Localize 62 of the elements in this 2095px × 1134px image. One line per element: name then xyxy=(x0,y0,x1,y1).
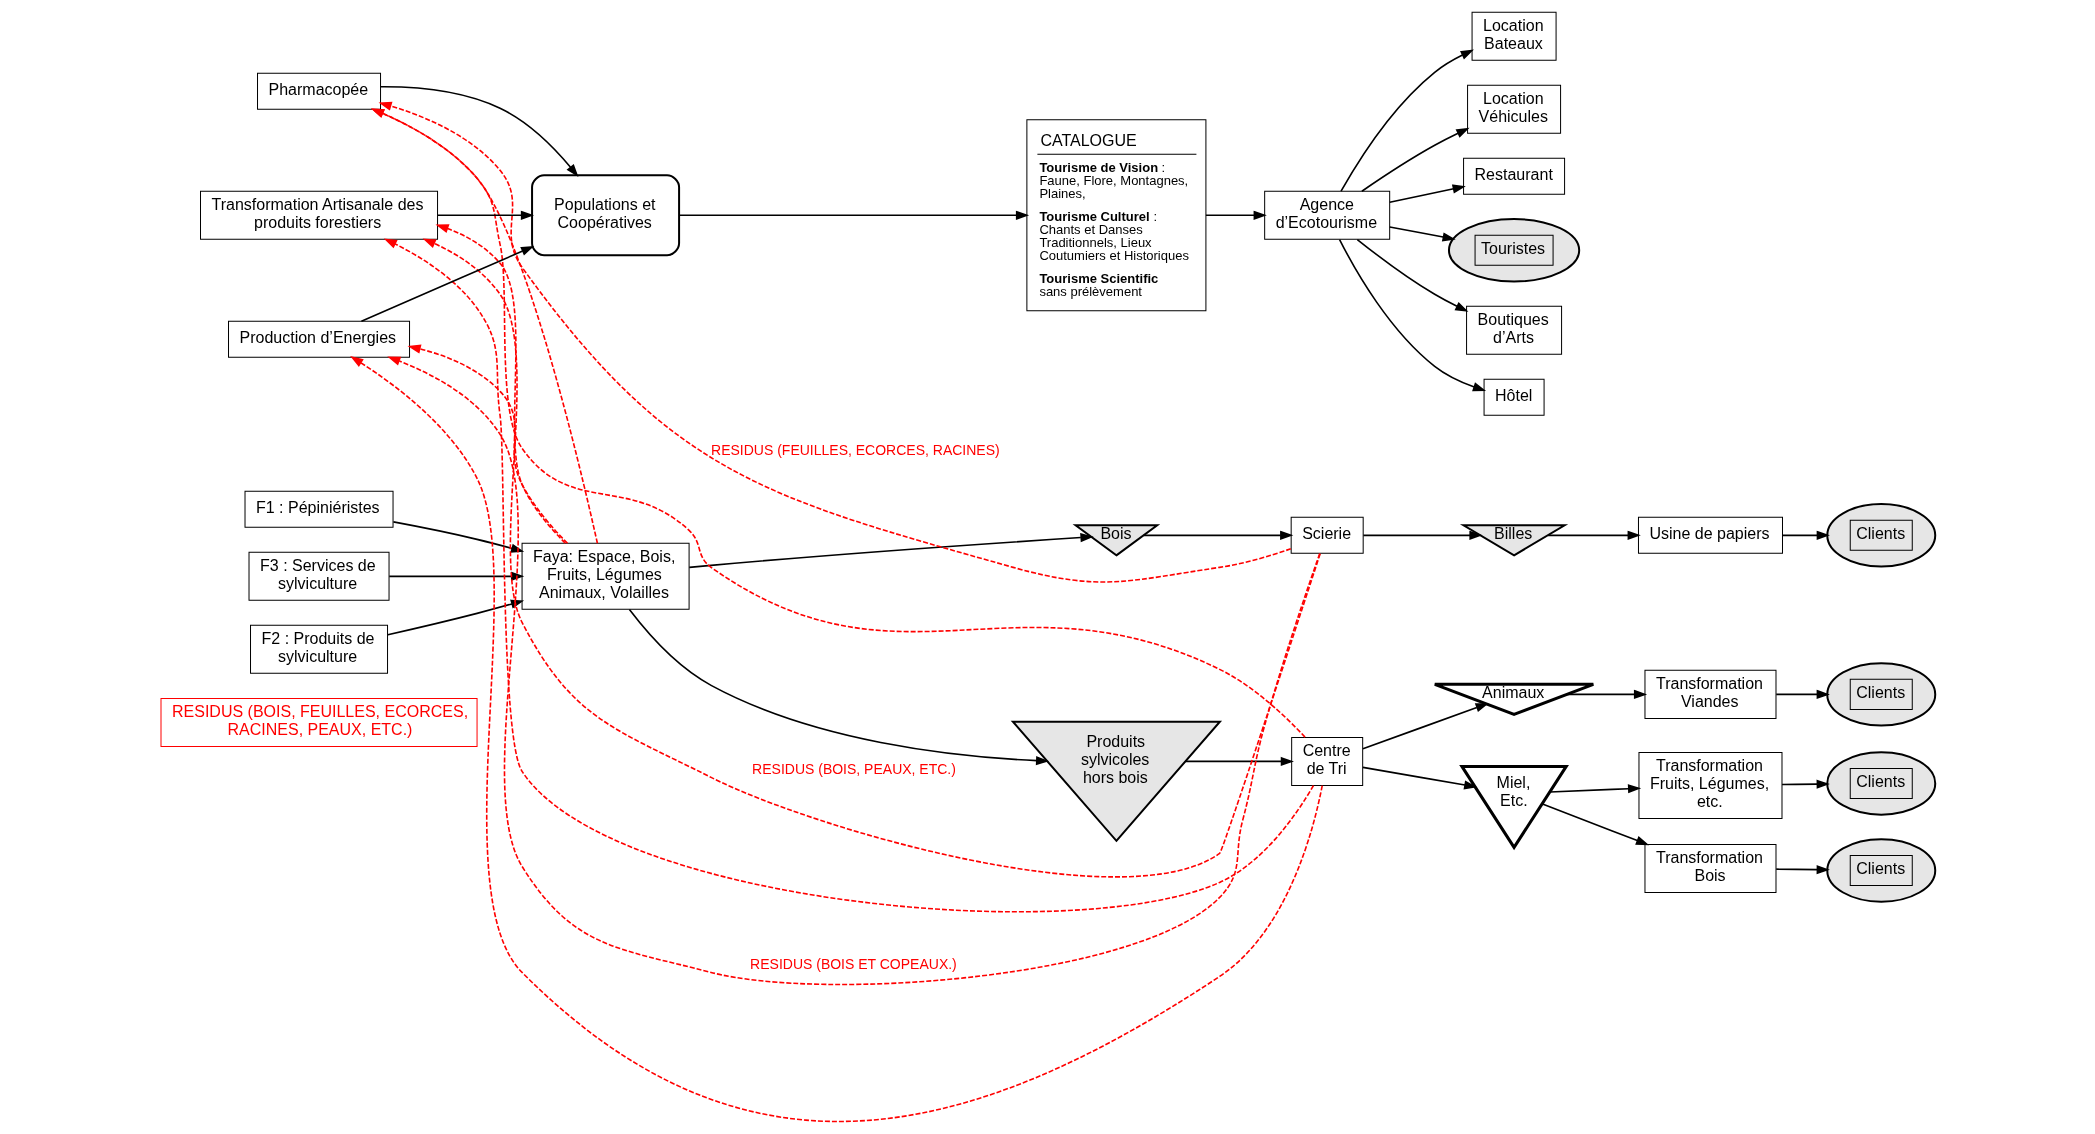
arrow xyxy=(1774,865,1830,875)
arrow xyxy=(1780,779,1830,789)
arrow xyxy=(407,344,568,545)
arrow xyxy=(1565,689,1647,699)
edge-label: RESIDUS (BOIS, PEAUX, ETC.) xyxy=(751,760,956,777)
node-box: F3 : Services de sylviculture xyxy=(248,551,390,601)
arrow xyxy=(1339,49,1474,192)
node-ellipse: Clients xyxy=(1825,662,1936,727)
arrow xyxy=(1356,238,1468,312)
edge-label: RESIDUS (FEUILLES, ECORCES, RACINES) xyxy=(710,441,1000,458)
arrow xyxy=(688,532,1094,569)
arrow xyxy=(628,608,1049,766)
arrow xyxy=(1546,530,1641,540)
node-box: Boutiques d’Arts xyxy=(1465,305,1562,355)
arrow xyxy=(1338,238,1486,392)
arrow xyxy=(1142,530,1293,540)
arrow xyxy=(1781,530,1830,540)
node-box: Hôtel xyxy=(1483,378,1545,416)
arrow xyxy=(370,108,598,545)
arrow xyxy=(1548,784,1641,794)
node-box: Faya: Espace, Bois, Fruits, Légumes Animaux, Volailles xyxy=(521,542,690,610)
node-box: F2 : Produits de sylviculture xyxy=(249,624,388,674)
arrow xyxy=(349,356,1323,1122)
node-box: RESIDUS (BOIS, FEUILLES, ECORCES, RACINES, PEAUX, ETC.) xyxy=(160,697,478,747)
arrow xyxy=(379,86,578,178)
node-box: Pharmacopée xyxy=(256,72,381,110)
node-box: CATALOGUE Tourisme de Vision : Faune, Flore, Montagnes, Plaines, Tourisme Culturel : Chants et Danses Traditionnels, Lieux Coutumiers et Historiques Tourisme Scientific sans prélèvement xyxy=(1025,119,1206,312)
arrow xyxy=(1388,184,1466,204)
node-box: F1 : Pépiniéristes xyxy=(244,490,394,528)
arrow xyxy=(370,108,1306,738)
node-box: Populations et Coopératives xyxy=(530,174,680,257)
arrow xyxy=(677,210,1029,220)
node-box: Restaurant xyxy=(1462,157,1565,195)
node-ellipse: Clients xyxy=(1825,751,1936,816)
arrow xyxy=(386,356,1320,986)
arrow xyxy=(1184,756,1294,766)
arrow xyxy=(1362,530,1483,540)
node-box: Location Bateaux xyxy=(1471,11,1557,61)
node-ellipse: Touristes xyxy=(1447,218,1580,283)
node-box: Location Véhicules xyxy=(1466,84,1561,134)
arrow xyxy=(1388,226,1456,242)
node-box: Scierie xyxy=(1290,516,1364,554)
arrow xyxy=(1204,210,1267,220)
arrow xyxy=(1774,689,1830,699)
arrow xyxy=(436,210,534,220)
node-box: Agence d’Ecotourisme xyxy=(1263,190,1390,240)
node-ellipse: Clients xyxy=(1825,838,1936,903)
node-box: Production d’Energies xyxy=(227,320,410,358)
arrow xyxy=(1360,127,1469,193)
arrow xyxy=(360,245,534,323)
node-box: Usine de papiers xyxy=(1637,516,1783,554)
arrow xyxy=(1541,803,1649,846)
node-box: Centre de Tri xyxy=(1290,736,1363,786)
node-box: Transformation Fruits, Légumes, etc. xyxy=(1637,751,1782,819)
node-box: Transformation Viandes xyxy=(1643,669,1776,719)
edge-label: RESIDUS (BOIS ET COPEAUX.) xyxy=(749,955,957,972)
node-box: Transformation Bois xyxy=(1643,843,1776,893)
arrow xyxy=(1361,766,1477,790)
arrow xyxy=(1361,703,1489,750)
node-box: Transformation Artisanale des produits forestiers xyxy=(199,190,438,240)
node-ellipse: Clients xyxy=(1825,503,1936,568)
arrow xyxy=(435,224,566,544)
